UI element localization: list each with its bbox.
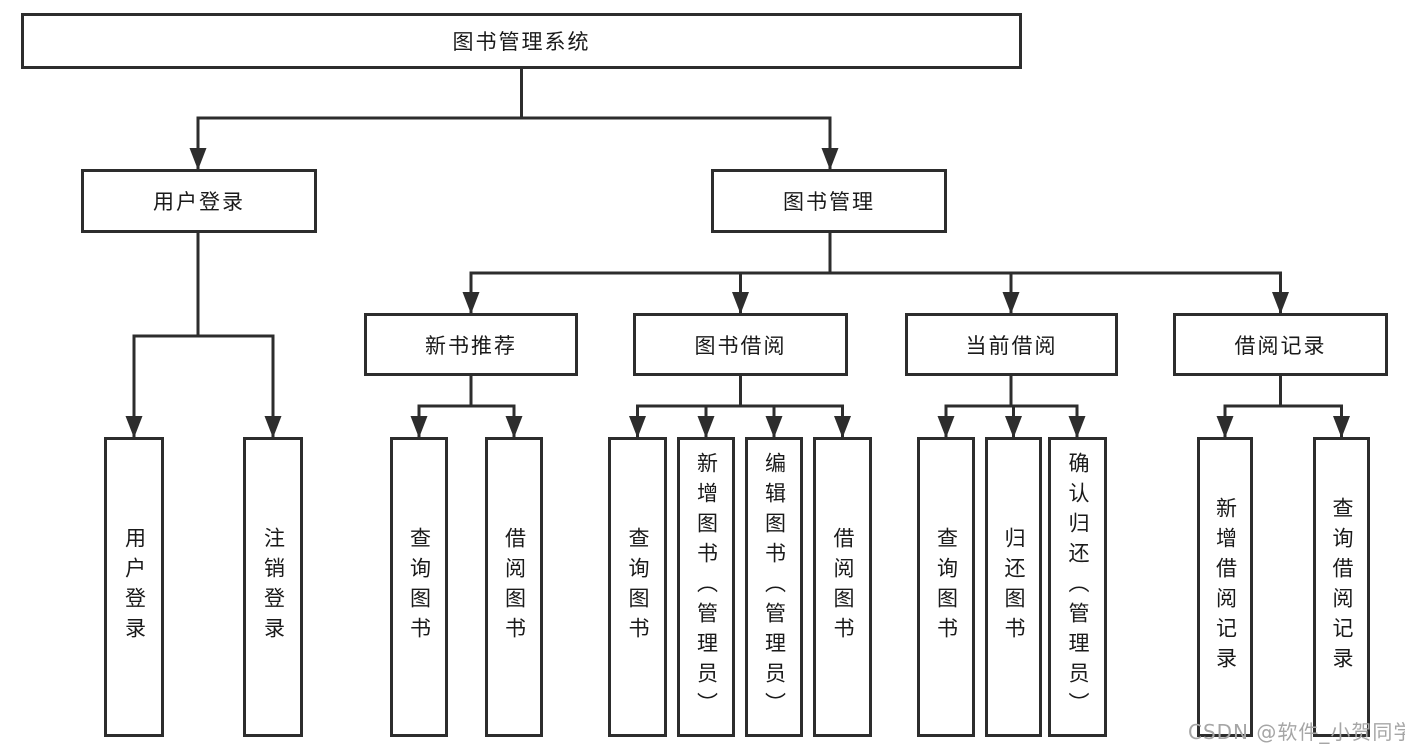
leaf-current-return-books: 归还图书 [985,437,1042,737]
leaf-current-confirm-return-admin: 确认归还（管理员） [1048,437,1107,737]
leaf-records-add-record: 新增借阅记录 [1197,437,1253,737]
connector-userlogin-to-leaves [125,233,282,438]
node-book-borrowing: 图书借阅 [633,313,848,376]
connector-newbook-to-leaves [410,376,523,438]
leaf-borrow-edit-books-admin: 编辑图书（管理员） [745,437,803,737]
connector-bookborrow-to-leaves [629,376,851,438]
node-current-borrowing: 当前借阅 [905,313,1118,376]
leaf-newbook-query-books: 查询图书 [390,437,448,737]
connector-currentborrow-to-leaves [937,376,1086,438]
leaf-records-query-record: 查询借阅记录 [1313,437,1370,737]
node-borrow-records: 借阅记录 [1173,313,1388,376]
node-book-management: 图书管理 [711,169,947,233]
csdn-watermark: CSDN @软件_小贺同学 [1188,720,1405,744]
leaf-user-login: 用户登录 [104,437,164,737]
node-user-login: 用户登录 [81,169,317,233]
connector-bookmgmt-to-level3 [462,233,1289,314]
connector-root-to-level2 [189,69,839,170]
leaf-logout: 注销登录 [243,437,303,737]
leaf-current-query-books: 查询图书 [917,437,975,737]
connector-records-to-leaves [1216,376,1350,438]
node-new-book-recommend: 新书推荐 [364,313,578,376]
node-root-system: 图书管理系统 [21,13,1022,69]
leaf-borrow-query-books: 查询图书 [608,437,667,737]
leaf-borrow-add-books-admin: 新增图书（管理员） [677,437,735,737]
leaf-newbook-borrow-books: 借阅图书 [485,437,543,737]
leaf-borrow-borrow-books: 借阅图书 [813,437,872,737]
